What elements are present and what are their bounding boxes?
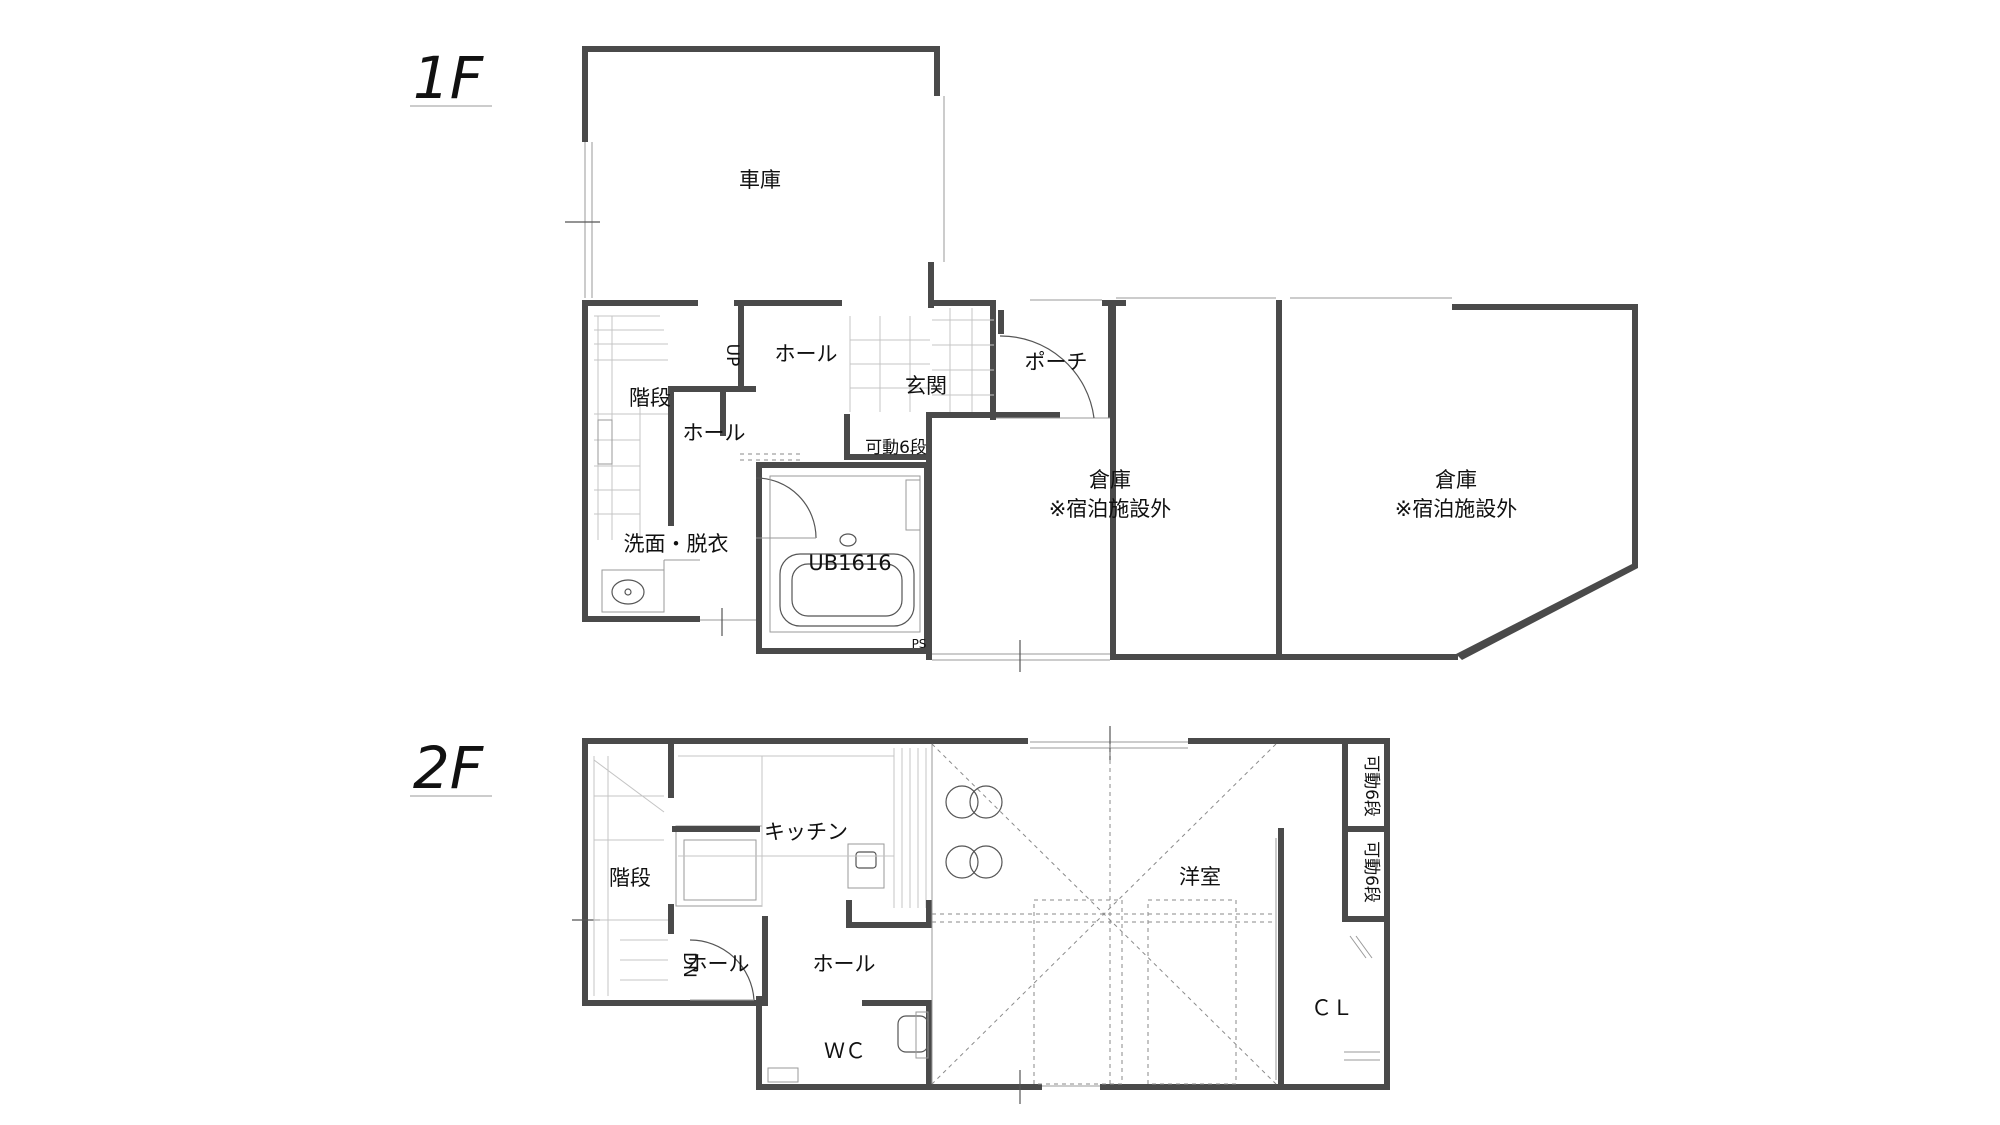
ps-label: PS xyxy=(912,637,927,651)
movable-shelf-label: 可動6段 xyxy=(865,438,927,458)
floor-label-2f: 2F xyxy=(413,734,485,802)
garage-label: 車庫 xyxy=(739,168,781,192)
storage-a-note: ※宿泊施設外 xyxy=(1049,497,1172,521)
porch-1f: ポーチ xyxy=(996,299,1112,419)
up-mark: UP xyxy=(722,344,742,367)
hall-right-label: ホール xyxy=(813,952,876,976)
garage-room: 車庫 xyxy=(565,46,945,307)
entrance-label: 玄関 xyxy=(905,374,947,398)
unit-bath-1f: UB1616 PS 可動6段 xyxy=(769,438,927,651)
washroom-1f: 洗面・脱衣 xyxy=(597,419,817,613)
floor-label-1f: 1F xyxy=(413,44,485,112)
shelf-bottom-label: 可動6段 xyxy=(1361,841,1381,903)
storage-b-1f: 倉庫 ※宿泊施設外 xyxy=(1276,297,1638,660)
storage-a-label: 倉庫 xyxy=(1089,468,1131,492)
left-block-walls xyxy=(582,300,1114,654)
stairs-1f: 階段 xyxy=(594,315,671,540)
dn-mark: DN xyxy=(679,952,699,978)
hall-left-label: ホール xyxy=(687,952,750,976)
hall-2f: ホール ホール xyxy=(687,900,932,1012)
stairs-2f: 階段 DN xyxy=(593,744,699,996)
floor-2f: 2F xyxy=(410,726,1390,1104)
storage-b-label: 倉庫 xyxy=(1435,468,1477,492)
storage-a-1f: 倉庫 ※宿泊施設外 xyxy=(926,297,1282,672)
hall-top-label: ホール xyxy=(775,342,838,366)
unit-bath-label: UB1616 xyxy=(808,551,891,575)
wc-2f: ＷＣ xyxy=(767,1004,932,1090)
closet-2f: 可動6段 可動6段 ＣＬ xyxy=(1311,744,1390,1061)
wc-label: ＷＣ xyxy=(824,1039,866,1063)
porch-label: ポーチ xyxy=(1025,350,1088,374)
kitchen-label: キッチン xyxy=(764,820,848,844)
shelf-top-label: 可動6段 xyxy=(1361,755,1381,817)
kitchen-2f: キッチン xyxy=(672,748,927,908)
stairs-2f-label: 階段 xyxy=(609,866,651,890)
outer-walls-2f xyxy=(572,726,1390,1104)
hall-1f: UP ホール ホール xyxy=(683,316,930,445)
western-room-2f: 洋室 xyxy=(931,743,1284,1085)
western-room-label: 洋室 xyxy=(1179,865,1221,889)
entrance-1f: 玄関 xyxy=(905,308,994,412)
hall-small-label: ホール xyxy=(683,421,746,445)
washroom-label: 洗面・脱衣 xyxy=(624,532,729,556)
floor-1f: 1F 車庫 xyxy=(410,44,1638,672)
closet-label: ＣＬ xyxy=(1311,996,1353,1020)
stairs-1f-label: 階段 xyxy=(629,386,671,410)
storage-b-note: ※宿泊施設外 xyxy=(1395,497,1518,521)
